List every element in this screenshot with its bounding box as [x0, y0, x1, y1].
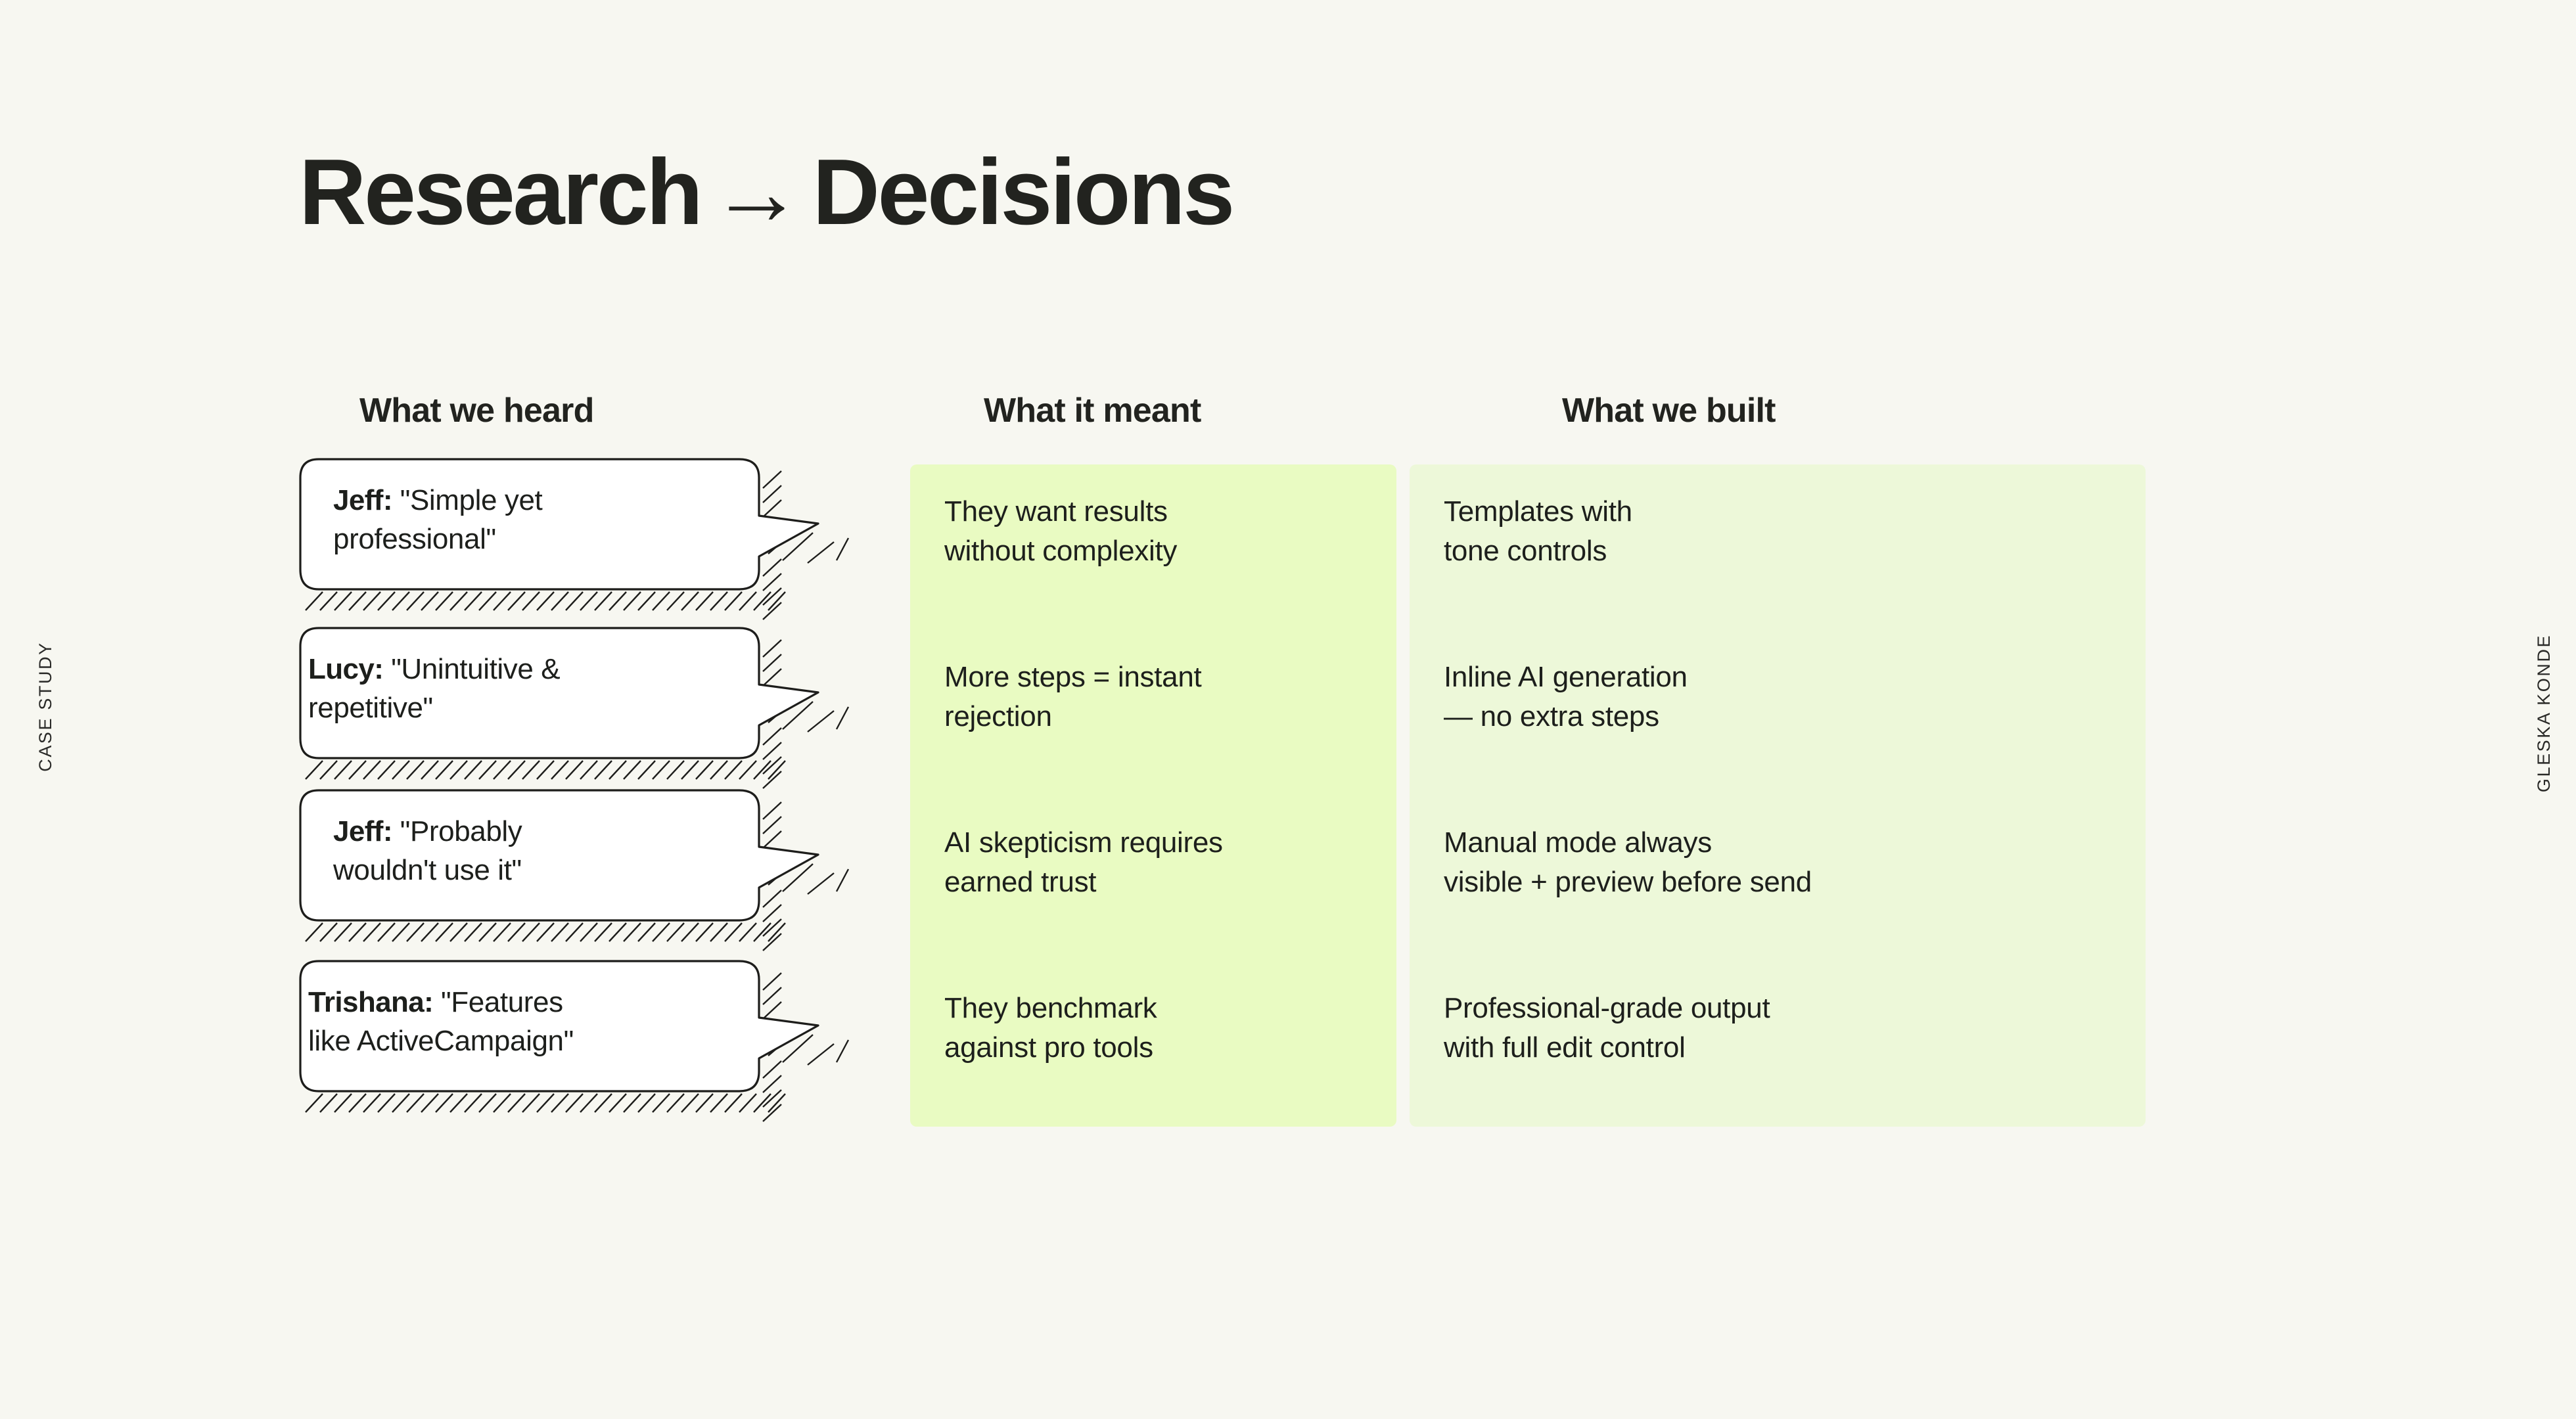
meant-line-2: rejection [944, 700, 1052, 732]
title-before: Research [299, 140, 703, 244]
bubble-outline [299, 789, 819, 922]
bubble-outline [299, 458, 819, 591]
quote-text: Trishana: "Features like ActiveCampaign" [308, 983, 574, 1060]
quote-text: Jeff: "Probably wouldn't use it" [333, 813, 522, 890]
quote-bubble: Trishana: "Features like ActiveCampaign" [299, 960, 851, 1122]
rail-label-brand: GLESKA KONDE [2533, 633, 2554, 793]
cell-what-we-built: Professional-grade output with full edit… [1410, 961, 2146, 1127]
table-row: Jeff: "Simple yet professional" They wan… [299, 458, 2270, 630]
grid-rows: Jeff: "Simple yet professional" They wan… [299, 458, 2270, 1127]
bubble-hatch-shadow [305, 972, 850, 1122]
built-line-1: Inline AI generation [1444, 661, 1688, 693]
table-row: Trishana: "Features like ActiveCampaign"… [299, 960, 2270, 1127]
quote-line-1: "Unintuitive & [391, 653, 561, 685]
built-line-2: visible + preview before send [1444, 865, 1812, 898]
quote-line-1: "Features [441, 986, 563, 1018]
research-decisions-grid: What we heard What it meant What we buil… [299, 391, 2270, 1127]
bubble-hatch-shadow [305, 470, 850, 620]
meant-line-1: They want results [944, 495, 1168, 528]
arrow-right-icon: → [710, 140, 804, 244]
meant-line-1: More steps = instant [944, 661, 1202, 693]
quote-speaker: Jeff: [333, 815, 393, 847]
built-line-2: tone controls [1444, 534, 1607, 567]
column-header-what-we-heard: What we heard [359, 392, 594, 430]
bubble-outline [299, 960, 819, 1092]
rail-label-case-study: CASE STUDY [35, 641, 55, 772]
quote-line-1: "Simple yet [400, 484, 543, 516]
quote-line-2: like ActiveCampaign" [308, 1024, 574, 1057]
quote-bubble: Jeff: "Simple yet professional" [299, 458, 851, 620]
quote-line-1: "Probably [400, 815, 522, 847]
column-header-what-it-meant: What it meant [984, 392, 1201, 430]
quote-speaker: Trishana: [308, 986, 434, 1018]
bubble-outline [299, 627, 819, 759]
meant-line-2: against pro tools [944, 1031, 1153, 1064]
cell-what-it-meant: They benchmark against pro tools [910, 961, 1396, 1127]
built-line-2: with full edit control [1444, 1031, 1686, 1064]
quote-text: Lucy: "Unintuitive & repetitive" [308, 650, 561, 727]
cell-what-we-built: Inline AI generation — no extra steps [1410, 630, 2146, 796]
built-line-1: Templates with [1444, 495, 1632, 528]
quote-bubble: Jeff: "Probably wouldn't use it" [299, 789, 851, 951]
cell-what-it-meant: They want results without complexity [910, 464, 1396, 630]
cell-what-we-built: Templates with tone controls [1410, 464, 2146, 630]
meant-line-2: earned trust [944, 865, 1097, 898]
built-line-1: Manual mode always [1444, 826, 1712, 859]
column-headers: What we heard What it meant What we buil… [299, 391, 2270, 464]
cell-what-it-meant: AI skepticism requires earned trust [910, 796, 1396, 961]
title-after: Decisions [812, 140, 1235, 244]
built-line-2: — no extra steps [1444, 700, 1659, 732]
cell-what-it-meant: More steps = instant rejection [910, 630, 1396, 796]
meant-line-2: without complexity [944, 534, 1178, 567]
quote-line-2: repetitive" [308, 691, 433, 724]
quote-speaker: Jeff: [333, 484, 393, 516]
table-row: Lucy: "Unintuitive & repetitive" More st… [299, 627, 2270, 796]
quote-line-2: wouldn't use it" [333, 853, 522, 886]
cell-what-we-built: Manual mode always visible + preview bef… [1410, 796, 2146, 961]
table-row: Jeff: "Probably wouldn't use it" AI skep… [299, 789, 2270, 961]
column-header-what-we-built: What we built [1562, 392, 1776, 430]
meant-line-1: They benchmark [944, 992, 1157, 1024]
quote-line-2: professional" [333, 522, 496, 555]
quote-speaker: Lucy: [308, 653, 384, 685]
quote-text: Jeff: "Simple yet professional" [333, 482, 543, 558]
meant-line-1: AI skepticism requires [944, 826, 1223, 859]
page-title: Research→Decisions [299, 146, 1235, 239]
quote-bubble: Lucy: "Unintuitive & repetitive" [299, 627, 851, 789]
built-line-1: Professional-grade output [1444, 992, 1770, 1024]
